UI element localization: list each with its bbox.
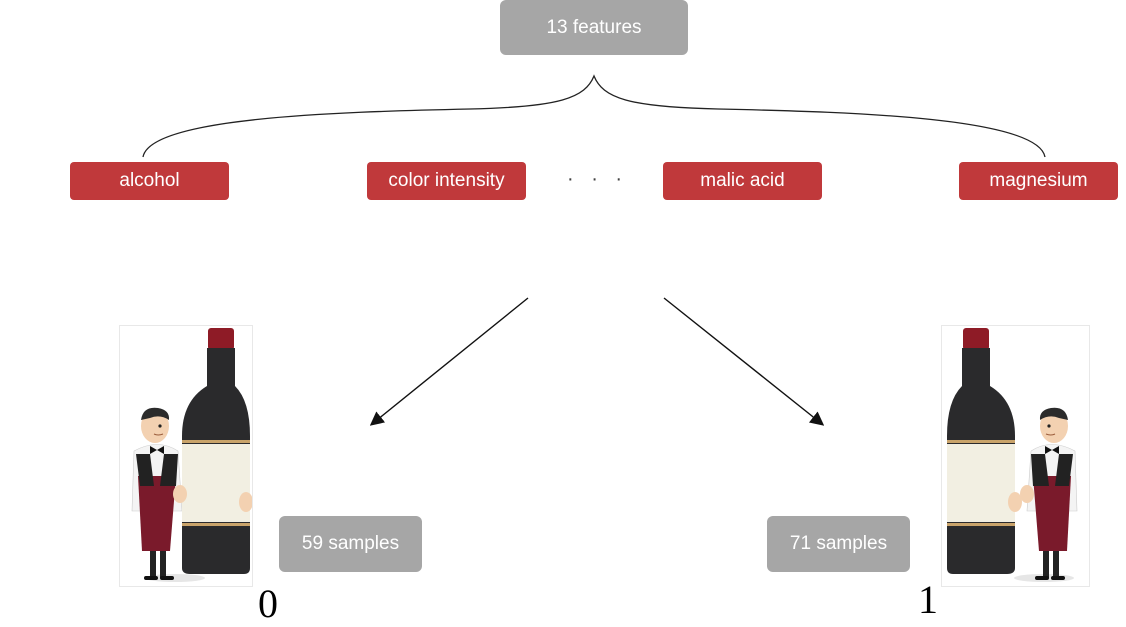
class-0-label: 0 xyxy=(258,581,278,626)
arrow-to-class-1 xyxy=(663,297,825,426)
sommelier-with-bottle-illustration xyxy=(131,328,253,582)
class-1-samples-label: 71 samples xyxy=(789,533,888,554)
arrow-to-class-0 xyxy=(369,297,529,426)
feature-label: malic acid xyxy=(700,170,785,191)
class-1-label: 1 xyxy=(918,577,938,622)
feature-label: alcohol xyxy=(119,170,180,191)
class-0-samples-label: 59 samples xyxy=(301,533,400,554)
feature-box-color-intensity: color intensity xyxy=(367,162,526,200)
class-1-samples-box: 71 samples xyxy=(767,516,910,572)
feature-box-malic-acid: malic acid xyxy=(663,162,822,200)
class-0-samples-box: 59 samples xyxy=(279,516,422,572)
feature-brace xyxy=(142,74,1046,158)
sommelier-left-frame xyxy=(119,325,253,587)
feature-label: magnesium xyxy=(989,170,1088,191)
features-count-label: 13 features xyxy=(546,16,642,38)
sommelier-with-bottle-illustration xyxy=(947,328,1078,582)
feature-box-alcohol: alcohol xyxy=(70,162,229,200)
features-count-box: 13 features xyxy=(500,0,688,55)
feature-box-magnesium: magnesium xyxy=(959,162,1118,200)
feature-label: color intensity xyxy=(388,170,505,191)
sommelier-right-frame xyxy=(941,325,1090,587)
feature-ellipsis: · · · xyxy=(567,168,629,190)
